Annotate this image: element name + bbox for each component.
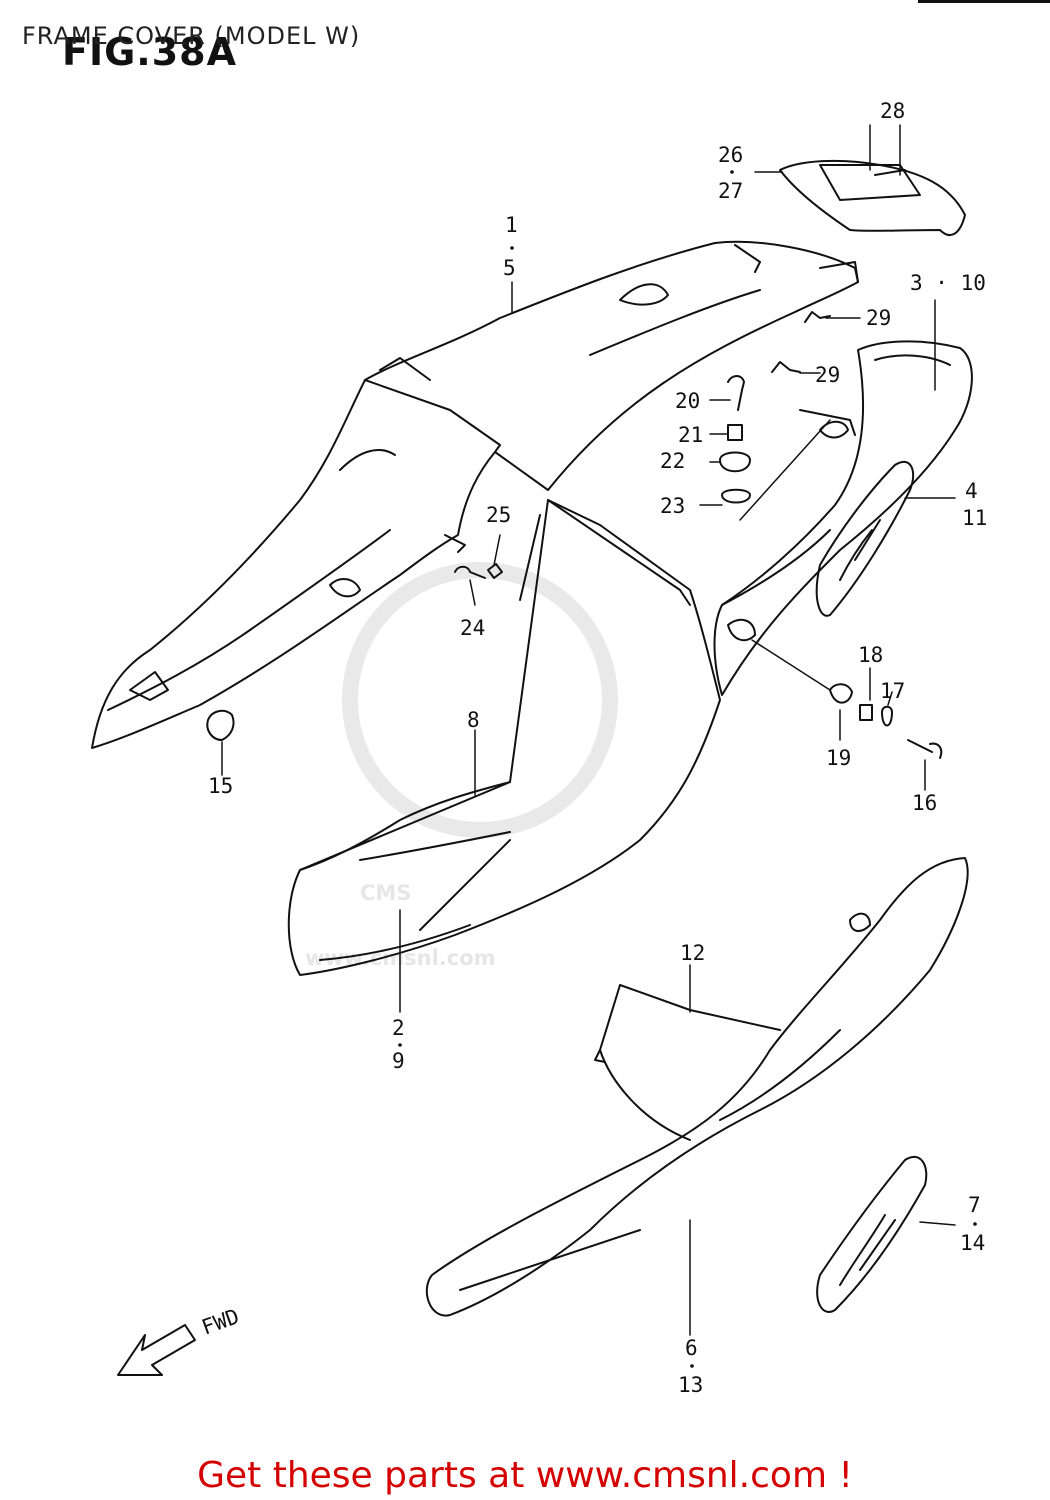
screw-29a-icon [804, 311, 831, 323]
screw-16-icon [907, 739, 943, 759]
callout-29b: 29 [815, 363, 840, 387]
bolt-20-icon [727, 375, 745, 411]
screw-29b-icon [771, 361, 801, 373]
washer-17-icon [881, 705, 893, 727]
rear-cowl-piece [779, 159, 966, 236]
callout-28: 28 [880, 99, 905, 123]
callout-5: 5 [503, 256, 516, 280]
callout-18: 18 [858, 643, 883, 667]
washer-23-icon [721, 488, 751, 504]
fwd-arrow-icon [117, 1324, 196, 1376]
callout-14: 14 [960, 1231, 985, 1255]
callout-23: 23 [660, 494, 685, 518]
callout-22: 22 [660, 449, 685, 473]
center-piece [287, 499, 721, 976]
fwd-label: FWD [199, 1304, 243, 1340]
callout-17: 17 [880, 679, 905, 703]
seat-tail-cover [91, 240, 859, 749]
callout-13: 13 [678, 1373, 703, 1397]
callout-9: 9 [392, 1049, 405, 1073]
callout-21: 21 [678, 423, 703, 447]
top-rule [918, 0, 1050, 3]
callout-11: 11 [962, 506, 987, 530]
callout-8: 8 [467, 708, 480, 732]
callout-2: 2 [392, 1016, 405, 1040]
callout-dots [398, 170, 977, 1368]
watermark-face-icon [342, 562, 618, 838]
callout-25: 25 [486, 503, 511, 527]
nut-19-icon [829, 683, 853, 704]
watermark-brand: CMS [360, 881, 411, 905]
callout-20: 20 [675, 389, 700, 413]
right-upper-cover [713, 340, 973, 696]
lower-side-cover [425, 857, 969, 1317]
watermark: CMS www.cmsnl.com [305, 562, 618, 970]
clip-25-icon [487, 563, 503, 579]
callout-26: 26 [718, 143, 743, 167]
callout-19: 19 [826, 746, 851, 770]
callout-1: 1 [505, 213, 518, 237]
callout-15: 15 [208, 774, 233, 798]
callouts: 1 5 26 27 28 3 · 10 29 29 20 21 22 23 4 … [208, 99, 987, 1397]
spacer-21-icon [727, 424, 743, 441]
screw-24-icon [454, 565, 486, 579]
grommet-22-icon [719, 451, 751, 473]
hardware [206, 311, 943, 759]
callout-16: 16 [912, 791, 937, 815]
emblem-lower [816, 1155, 928, 1313]
callout-27: 27 [718, 179, 743, 203]
callout-3-10: 3 · 10 [910, 271, 986, 295]
callout-4: 4 [965, 479, 978, 503]
callout-6: 6 [685, 1336, 698, 1360]
collar-18-icon [859, 704, 873, 721]
nut-15-icon [206, 709, 235, 741]
callout-7: 7 [968, 1193, 981, 1217]
figure-number: FIG.38A [62, 30, 238, 74]
emblem-upper [815, 460, 915, 617]
callout-12: 12 [680, 941, 705, 965]
footer-link[interactable]: Get these parts at www.cmsnl.com ! [197, 1455, 853, 1496]
callout-29a: 29 [866, 306, 891, 330]
fwd-arrow: FWD [117, 1304, 243, 1376]
leader-lines [221, 124, 956, 1336]
callout-24: 24 [460, 616, 485, 640]
diagram-title: FRAME COVER (MODEL W) [22, 22, 361, 50]
